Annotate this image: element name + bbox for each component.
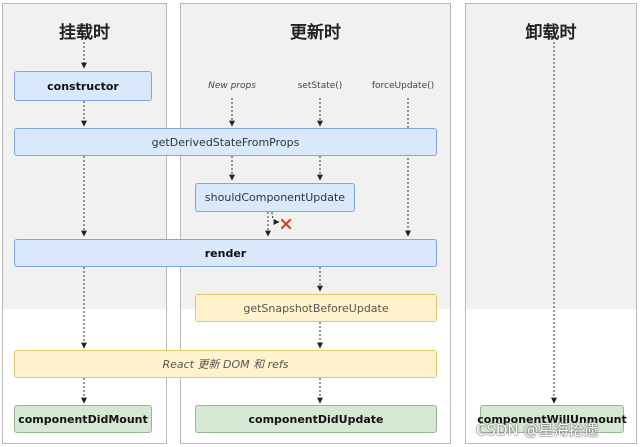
react-updates-dom-node: React 更新 DOM 和 refs — [14, 350, 437, 378]
trigger-new-props: New props — [208, 81, 256, 91]
update-panel-title: 更新时 — [290, 23, 341, 43]
csdn-watermark: CSDN @星海拾遗 — [476, 421, 599, 439]
get-snapshot-node: getSnapshotBeforeUpdate — [195, 294, 437, 322]
trigger-force-update: forceUpdate() — [371, 81, 435, 91]
unmount-panel-title: 卸载时 — [525, 23, 577, 43]
arrow-should-false — [271, 211, 280, 225]
unmount-panel: 卸载时 — [465, 3, 637, 444]
component-did-update-node: componentDidUpdate — [195, 405, 437, 433]
render-node: render — [14, 239, 437, 267]
constructor-node: constructor — [14, 71, 152, 101]
component-did-mount-node: componentDidMount — [14, 405, 152, 433]
get-derived-state-node: getDerivedStateFromProps — [14, 128, 437, 156]
trigger-set-state: setState() — [297, 81, 343, 91]
should-component-update-node: shouldComponentUpdate — [195, 183, 355, 212]
mount-panel-title: 挂载时 — [59, 23, 110, 43]
cross-icon — [280, 218, 292, 230]
component-will-unmount-node: componentWillUnmount — [477, 405, 627, 433]
